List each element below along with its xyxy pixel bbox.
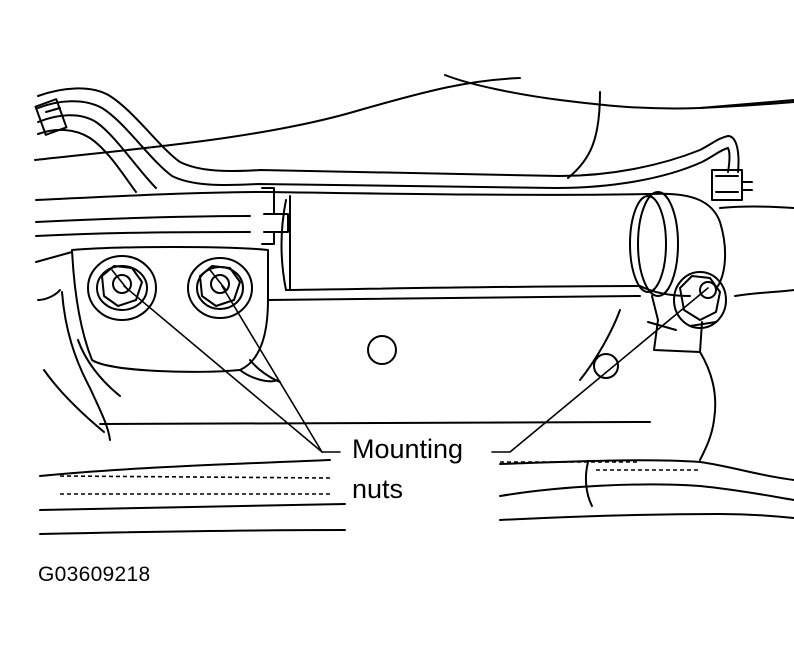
mounting-nut-middle [187, 257, 253, 319]
callout-leaders [123, 285, 709, 453]
wiring-harness [34, 87, 753, 201]
left-mounting-bracket [43, 246, 269, 441]
leader-to-middle-nut [221, 285, 323, 453]
body-contours [34, 74, 794, 297]
mounting-nut-right [673, 271, 727, 329]
callout-label-line1: Mounting [352, 434, 464, 464]
right-mounting-bracket [647, 271, 727, 353]
leader-to-right-nut [491, 287, 709, 453]
dashed-lines [59, 461, 700, 495]
leader-to-left-nut [123, 285, 323, 453]
crossmember [39, 295, 794, 535]
mounting-nut-left [87, 255, 157, 321]
figure-id: G03609218 [38, 563, 151, 586]
callout-label-line2: nuts [352, 474, 404, 504]
frame-rail [35, 191, 269, 301]
steering-gear-cylinder [261, 187, 727, 297]
